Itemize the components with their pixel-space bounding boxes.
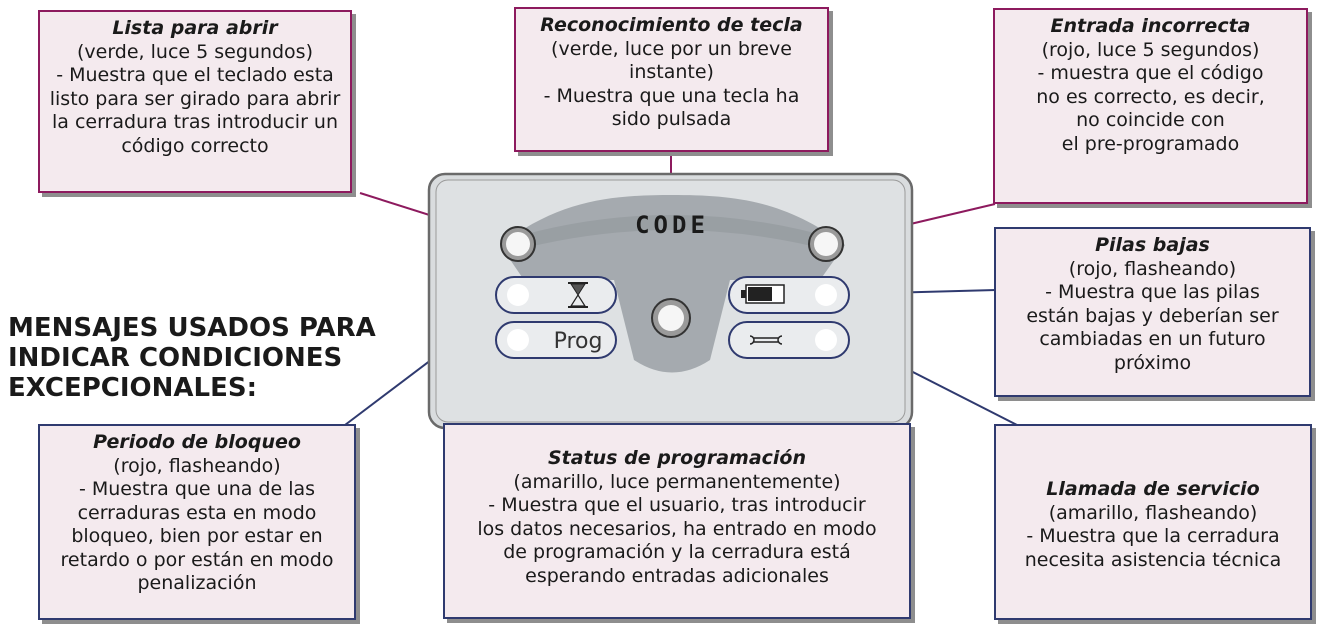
callout-reconocimiento: Reconocimiento de tecla (verde, luce por…	[514, 7, 829, 152]
prog-label: Prog	[554, 329, 603, 354]
callout-line: (rojo, flasheando)	[113, 454, 281, 477]
callout-entrada-incorrecta: Entrada incorrecta (rojo, luce 5 segundo…	[993, 8, 1308, 204]
callout-title: Periodo de bloqueo	[93, 431, 301, 453]
callout-line: - Muestra que una tecla ha	[543, 84, 800, 107]
led-entrada	[808, 226, 844, 262]
button-pilas	[728, 276, 850, 314]
callout-line: (amarillo, luce permanentemente)	[513, 470, 841, 493]
callout-title: Entrada incorrecta	[1050, 15, 1251, 37]
callout-title: Llamada de servicio	[1046, 478, 1260, 500]
battery-icon	[741, 284, 785, 304]
callout-line: el pre-programado	[1061, 132, 1240, 155]
heading-line: MENSAJES USADOS PARA	[8, 313, 376, 343]
callout-line: (verde, luce 5 segundos)	[76, 40, 313, 63]
callout-line: necesita asistencia técnica	[1024, 548, 1282, 571]
callout-line: cerraduras esta en modo	[77, 501, 317, 524]
button-servicio	[728, 321, 850, 359]
callout-line: de programación y la cerradura está	[503, 541, 851, 563]
callout-line: no coincide con	[1076, 109, 1225, 131]
callout-llamada-servicio: Llamada de servicio (amarillo, flasheand…	[994, 424, 1312, 620]
callout-title: Reconocimiento de tecla	[540, 14, 803, 36]
callout-line: (verde, luce por un breve	[551, 37, 792, 60]
heading-line: INDICAR CONDICIONES	[8, 343, 343, 373]
wrench-icon	[749, 335, 783, 345]
callout-title: Status de programación	[547, 447, 806, 469]
callout-line: listo para ser girado para abrir	[49, 87, 341, 110]
callout-line: no es correcto, es decir,	[1036, 85, 1265, 108]
callout-periodo-bloqueo: Periodo de bloqueo (rojo, flasheando) - …	[38, 424, 356, 620]
hourglass-icon	[568, 282, 588, 308]
callout-line: están bajas y deberían ser	[1026, 304, 1279, 327]
heading-line: EXCEPCIONALES:	[8, 373, 257, 403]
callout-line: - muestra que el código	[1037, 62, 1264, 84]
callout-status-programacion: Status de programación (amarillo, luce p…	[443, 423, 911, 619]
callout-line: (amarillo, flasheando)	[1048, 501, 1258, 524]
callout-line: (rojo, flasheando)	[1068, 257, 1237, 280]
code-label: CODE	[635, 211, 709, 239]
callout-title: Pilas bajas	[1095, 234, 1210, 256]
callout-lista-para-abrir: Lista para abrir (verde, luce 5 segundos…	[38, 10, 352, 193]
callout-line: próximo	[1113, 351, 1192, 374]
callout-line: retardo o por están en modo	[60, 548, 334, 571]
callout-line: cambiadas en un futuro	[1039, 328, 1266, 350]
callout-title: Lista para abrir	[112, 17, 278, 39]
led-reconocimiento	[651, 298, 691, 338]
callout-line: bloqueo, bien por estar en	[71, 525, 323, 547]
callout-line: la cerradura tras introducir un	[51, 111, 339, 133]
button-bloqueo	[495, 276, 617, 314]
callout-line: - Muestra que la cerradura	[1026, 525, 1280, 547]
callout-pilas-bajas: Pilas bajas (rojo, flasheando) - Muestra…	[994, 227, 1311, 397]
callout-line: sido pulsada	[611, 108, 732, 130]
section-heading: MENSAJES USADOS PARA INDICAR CONDICIONES…	[8, 313, 376, 403]
callout-line: - Muestra que el teclado esta	[56, 64, 334, 86]
dark-band	[500, 195, 845, 373]
callout-line: penalización	[137, 572, 257, 594]
button-prog: Prog	[495, 321, 617, 359]
callout-line: código correcto	[121, 134, 269, 157]
callout-line: instante)	[629, 61, 714, 83]
callout-line: - Muestra que una de las	[78, 478, 316, 500]
led-lista	[500, 226, 536, 262]
callout-line: - Muestra que el usuario, tras introduci…	[488, 494, 866, 516]
callout-line: (rojo, luce 5 segundos)	[1041, 38, 1260, 61]
callout-line: - Muestra que las pilas	[1045, 281, 1260, 303]
callout-line: esperando entradas adicionales	[525, 564, 829, 587]
callout-line: los datos necesarios, ha entrado en modo	[477, 517, 877, 540]
